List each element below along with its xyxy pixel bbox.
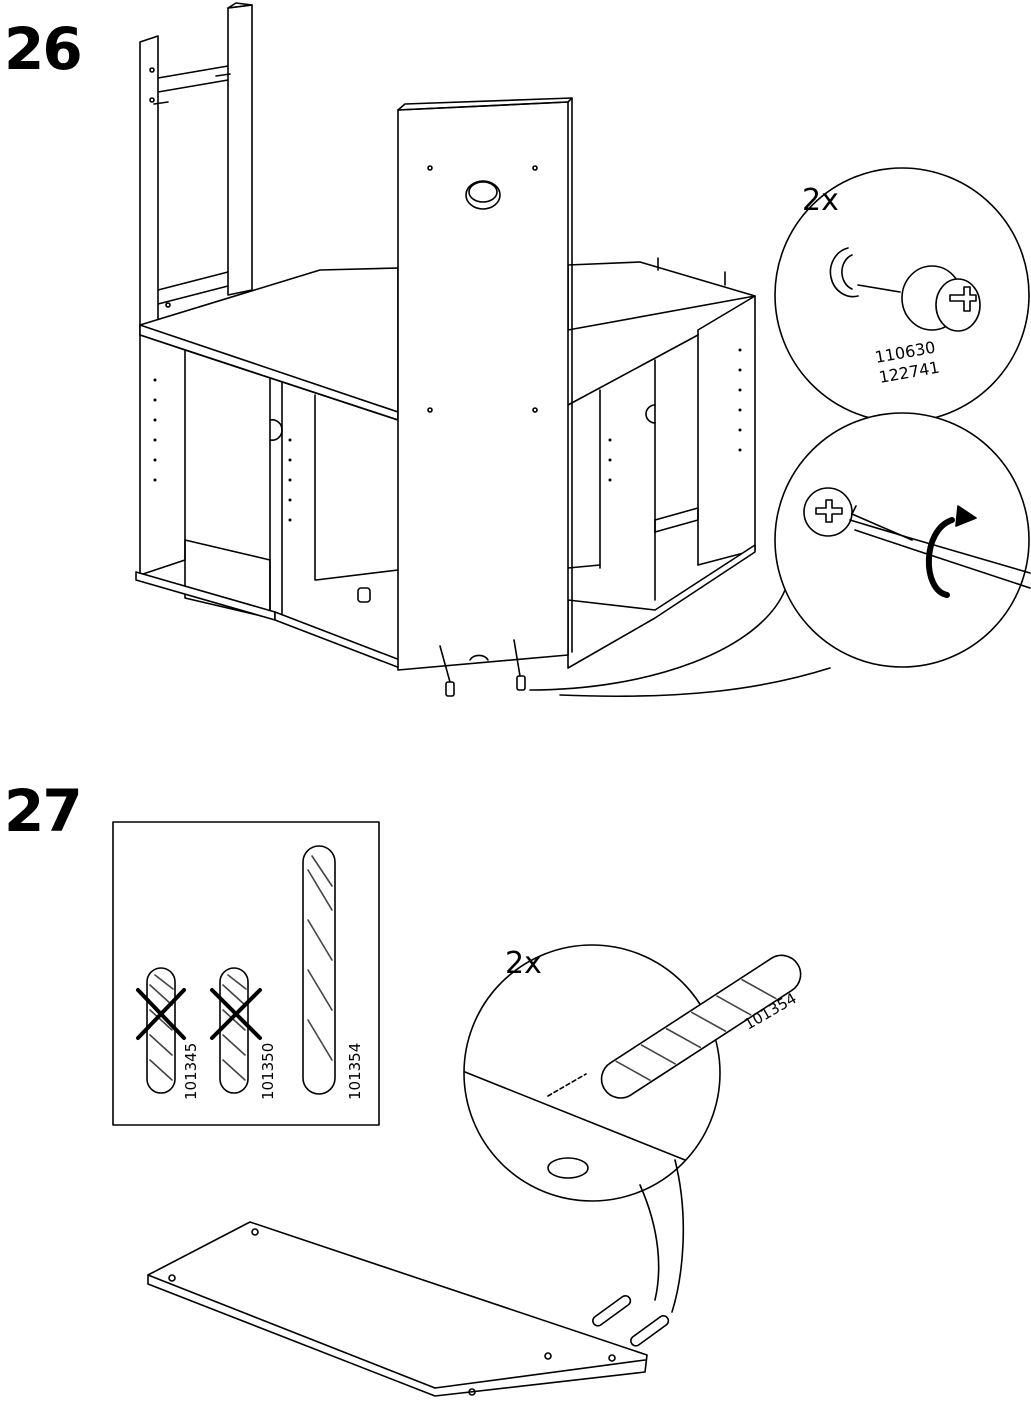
dowel-selection-box: [113, 822, 379, 1125]
dowel-insertion-callout: [464, 945, 808, 1201]
callout-quantity: 2x: [802, 183, 839, 218]
corner-shelf-panel: [148, 1222, 670, 1396]
dowel-101345: [138, 968, 184, 1093]
dowel-callout-leader: [640, 1160, 683, 1312]
callout-part-101354: 101354: [741, 989, 800, 1033]
screwdriver-callout: [775, 413, 1030, 667]
dowel-101350: [212, 968, 260, 1093]
dowel-101354: [303, 846, 335, 1094]
step-number-27: 27: [4, 782, 81, 840]
center-divider-panel: [398, 98, 572, 670]
back-frame: [140, 3, 252, 336]
part-label-101350: 101350: [259, 1043, 277, 1100]
callout-quantity-2x: 2x: [505, 946, 542, 981]
part-label-101354: 101354: [346, 1043, 364, 1100]
step-26-illustration: 2x 110630 122741: [0, 0, 1031, 730]
right-cabinet: [568, 296, 755, 668]
part-label-101345: 101345: [182, 1043, 200, 1100]
